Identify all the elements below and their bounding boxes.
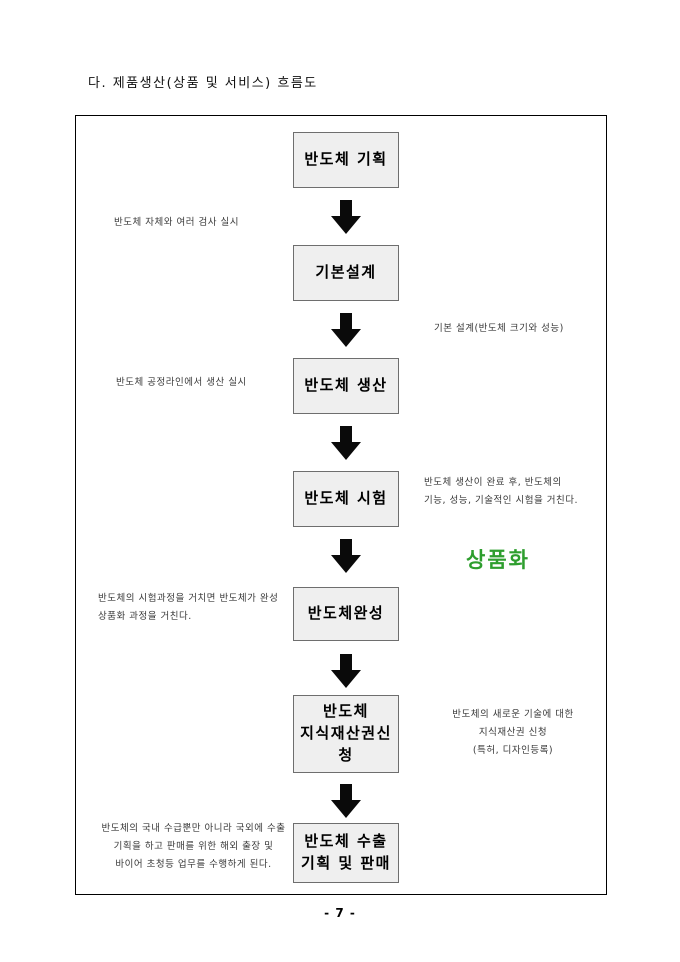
note-test-to-completion: 반도체의 시험과정을 거치면 반도체가 완성 상품화 과정을 거친다. — [98, 593, 279, 623]
arrow-head — [331, 555, 361, 573]
arrow-down-icon — [331, 426, 361, 460]
flowchart-frame: 반도체 기획 기본설계 반도체 생산 반도체 시험 반도체완성 반도체 지식재산… — [75, 115, 607, 895]
arrow-down-icon — [331, 539, 361, 573]
flow-node-basic-design: 기본설계 — [293, 245, 399, 301]
flow-node-export-planning-sales: 반도체 수출 기획 및 판매 — [293, 823, 399, 883]
arrow-down-icon — [331, 654, 361, 688]
flow-node-ip-application: 반도체 지식재산권신 청 — [293, 695, 399, 773]
note-production-line: 반도체 공정라인에서 생산 실시 — [116, 377, 247, 388]
arrow-head — [331, 670, 361, 688]
flow-node-semiconductor-completion: 반도체완성 — [293, 587, 399, 641]
arrow-stem — [340, 654, 352, 671]
arrow-head — [331, 329, 361, 347]
commercialization-label: 상품화 — [466, 548, 530, 572]
arrow-head — [331, 800, 361, 818]
note-ip-detail: 반도체의 새로운 기술에 대한 지식재산권 신청 (특허, 디자인등록) — [452, 709, 574, 757]
arrow-stem — [340, 539, 352, 556]
page-number: - 7 - — [324, 906, 356, 920]
flow-node-semiconductor-production: 반도체 생산 — [293, 358, 399, 414]
flow-node-semiconductor-test: 반도체 시험 — [293, 471, 399, 527]
arrow-stem — [340, 313, 352, 330]
arrow-down-icon — [331, 313, 361, 347]
arrow-head — [331, 442, 361, 460]
note-inspection: 반도체 자체와 여러 검사 실시 — [114, 217, 239, 228]
flow-node-semiconductor-planning: 반도체 기획 — [293, 132, 399, 188]
arrow-stem — [340, 784, 352, 801]
arrow-down-icon — [331, 784, 361, 818]
note-basic-design: 기본 설계(반도체 크기와 성능) — [434, 323, 564, 334]
arrow-down-icon — [331, 200, 361, 234]
arrow-head — [331, 216, 361, 234]
note-export-duties: 반도체의 국내 수급뿐만 아니라 국외에 수출 기획을 하고 판매를 위한 해외… — [101, 823, 286, 871]
arrow-stem — [340, 426, 352, 443]
arrow-stem — [340, 200, 352, 217]
page-title: 다. 제품생산(상품 및 서비스) 흐름도 — [88, 76, 318, 91]
note-test-detail: 반도체 생산이 완료 후, 반도체의 기능, 성능, 기술적인 시험을 거친다. — [424, 477, 578, 507]
